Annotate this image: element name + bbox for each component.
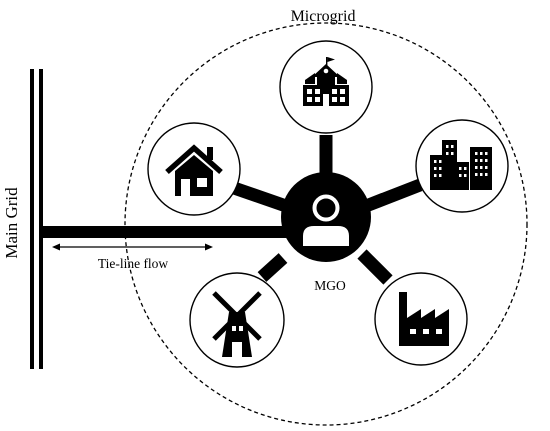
school-icon [303, 57, 349, 106]
city-node [415, 119, 509, 213]
tie-line-flow-label: Tie-line flow [98, 256, 169, 271]
house-node [147, 122, 241, 216]
main-grid-label: Main Grid [2, 187, 21, 259]
spokes [231, 135, 423, 285]
tie-line [42, 226, 290, 238]
mgo-node [281, 172, 371, 262]
factory-icon [399, 292, 449, 346]
house-icon [165, 144, 223, 196]
mgo-label: MGO [314, 278, 346, 293]
microgrid-boundary [124, 22, 528, 426]
school-node [279, 40, 373, 134]
city-buildings-icon [430, 140, 492, 190]
main-grid-bus [30, 69, 43, 369]
microgrid-label: Microgrid [291, 8, 356, 25]
operator-icon [312, 194, 340, 222]
windmill-node [189, 272, 285, 368]
factory-node [374, 272, 468, 366]
tie-line-flow-arrow [52, 243, 213, 251]
windmill-icon [212, 291, 262, 357]
